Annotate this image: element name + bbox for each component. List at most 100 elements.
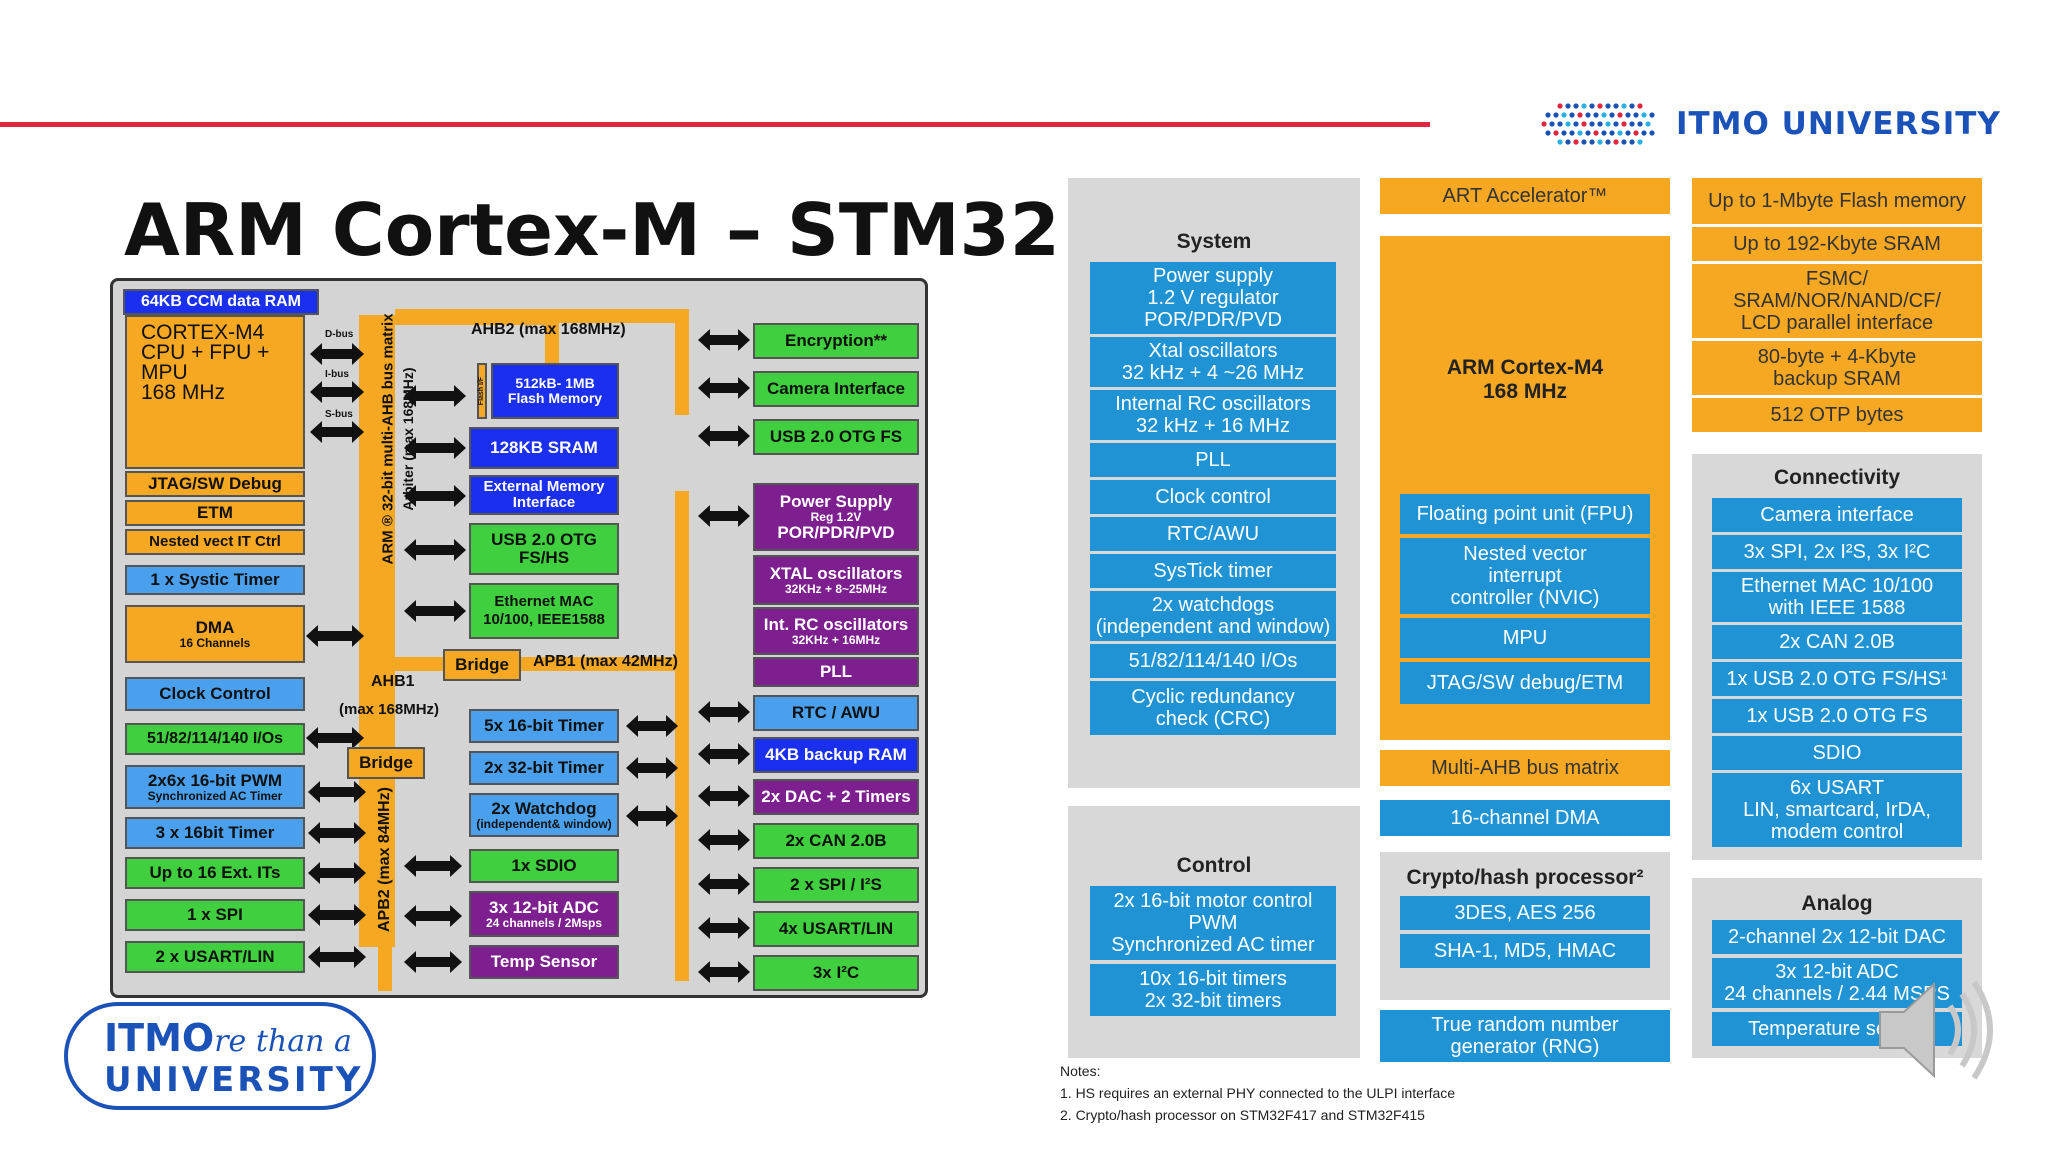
usart4-block: 4x USART/LIN — [753, 911, 919, 947]
stm32-block-diagram: 64KB CCM data RAM CORTEX-M4 CPU + FPU + … — [110, 278, 928, 998]
usart-arrow — [308, 946, 366, 968]
ios-arrow — [306, 727, 364, 749]
ibus-arrow — [310, 381, 364, 403]
tim32-arrow — [626, 757, 678, 779]
logo-line-2: UNIVERSITY — [104, 1060, 364, 1100]
flash-if-label: Flash I/F — [478, 376, 485, 406]
flash-line: Flash Memory — [507, 390, 603, 406]
analog-item: 2-channel 2x 12-bit DAC — [1712, 920, 1962, 954]
dbus-arrow — [310, 343, 364, 365]
core-line: MPU — [1502, 627, 1548, 649]
control-line: Synchronized AC timer — [1111, 934, 1315, 956]
can-block: 2x CAN 2.0B — [753, 823, 919, 859]
systick-block: 1 x Systic Timer — [125, 565, 305, 595]
eth-line: 10/100, IEEE1588 — [483, 611, 605, 628]
backup-ram-block: 4KB backup RAM — [753, 737, 919, 773]
crypto-item: SHA-1, MD5, HMAC — [1400, 934, 1650, 968]
apb1-label: APB1 (max 42MHz) — [533, 653, 678, 670]
analog-line: 2-channel 2x 12-bit DAC — [1728, 926, 1946, 948]
ethernet-block: Ethernet MAC 10/100, IEEE1588 — [469, 583, 619, 639]
wdog-label: 2x Watchdog — [491, 798, 597, 818]
system-line: RTC/AWU — [1166, 523, 1260, 545]
system-line: SysTick timer — [1153, 560, 1273, 582]
i2c-arrow — [698, 961, 750, 983]
extmem-line: External Memory — [483, 478, 605, 495]
ahb2-bus-top — [395, 309, 689, 323]
etm-block: ETM — [125, 500, 305, 526]
usb-otg-hs-block: USB 2.0 OTG FS/HS — [469, 523, 619, 575]
memory-line: LCD parallel interface — [1740, 312, 1934, 334]
rng-block: True random number generator (RNG) — [1380, 1010, 1670, 1062]
spi-block: 1 x SPI — [125, 899, 305, 931]
system-line: 32 kHz + 16 MHz — [1136, 415, 1290, 437]
speaker-icon[interactable] — [1870, 970, 2010, 1090]
intrc-label: Int. RC oscillators — [763, 614, 909, 634]
dma-sub: 16 Channels — [179, 635, 251, 650]
connectivity-line: 1x USB 2.0 OTG FS/HS¹ — [1726, 668, 1948, 690]
power-sub: Reg 1.2V — [810, 509, 862, 524]
control-line: PWM — [1188, 912, 1238, 934]
control-title: Control — [1176, 854, 1252, 877]
nvic-block: Nested vect IT Ctrl — [125, 529, 305, 555]
camera-block: Camera Interface — [753, 371, 919, 407]
connectivity-line: LIN, smartcard, IrDA, — [1743, 799, 1931, 821]
memory-line: SRAM/NOR/NAND/CF/ — [1733, 290, 1941, 312]
system-line: 32 kHz + 4 ~26 MHz — [1121, 362, 1305, 384]
logo-script: re than a — [214, 1024, 352, 1059]
bridge-apb2: Bridge — [347, 747, 425, 779]
power-label: Power Supply — [779, 491, 893, 511]
analog-title: Analog — [1801, 892, 1873, 915]
itmo-logo-text: ITMO UNIVERSITY — [1676, 106, 2001, 142]
wdog-arrow — [626, 805, 678, 827]
temp-arrow — [404, 951, 462, 973]
core-line: JTAG/SW debug/ETM — [1426, 672, 1624, 694]
core-item: Floating point unit (FPU) — [1400, 494, 1650, 534]
adc-arrow — [404, 905, 462, 927]
connectivity-item: 3x SPI, 2x I²S, 3x I²C — [1712, 535, 1962, 569]
system-item: SysTick timer — [1090, 554, 1336, 588]
usb-fs-block: USB 2.0 OTG FS — [753, 419, 919, 455]
core-line: interrupt — [1488, 565, 1562, 587]
apb1-bus — [675, 491, 689, 981]
pwm-arrow — [308, 781, 366, 803]
dma-arrow — [306, 625, 364, 647]
bus-matrix-label: ARM ® 32-bit multi-AHB bus matrix — [379, 313, 397, 565]
system-item: Clock control — [1090, 480, 1336, 514]
itmo-dots-logo-icon — [1541, 103, 1655, 145]
intrc-block: Int. RC oscillators 32KHz + 16MHz — [753, 607, 919, 655]
ahb1-label: AHB1 — [371, 673, 415, 690]
system-item: 51/82/114/140 I/Os — [1090, 644, 1336, 678]
spi-arrow — [308, 904, 366, 926]
control-line: 2x 32-bit timers — [1144, 990, 1282, 1012]
connectivity-item: Camera interface — [1712, 498, 1962, 532]
intrc-sub: 32KHz + 16MHz — [791, 632, 881, 647]
core-line: MPU — [141, 361, 188, 384]
connectivity-line: 1x USB 2.0 OTG FS — [1746, 705, 1928, 727]
ahb-matrix-block: Multi-AHB bus matrix — [1380, 750, 1670, 786]
system-line: check (CRC) — [1155, 708, 1271, 730]
system-line: Clock control — [1155, 486, 1271, 508]
logo-mo: MO — [144, 1016, 215, 1060]
watchdog-block: 2x Watchdog (independent& window) — [469, 793, 619, 837]
connectivity-line: 3x SPI, 2x I²S, 3x I²C — [1743, 541, 1931, 563]
memory-line: 80-byte + 4-Kbyte — [1757, 346, 1917, 368]
connectivity-item: SDIO — [1712, 736, 1962, 770]
encryption-block: Encryption** — [753, 323, 919, 359]
camera-arrow — [698, 377, 750, 399]
extmem-block: External Memory Interface — [469, 475, 619, 515]
jtag-block: JTAG/SW Debug — [125, 471, 305, 497]
pwm-sub: Synchronized AC Timer — [147, 788, 283, 803]
flash-arrow — [404, 385, 466, 407]
spi-i2s-block: 2 x SPI / I²S — [753, 867, 919, 903]
system-line: 1.2 V regulator — [1147, 287, 1279, 309]
notes: Notes: 1. HS requires an external PHY co… — [1060, 1060, 1455, 1126]
system-line: POR/PDR/PVD — [1144, 309, 1282, 331]
memory-item: 512 OTP bytes — [1692, 398, 1982, 432]
